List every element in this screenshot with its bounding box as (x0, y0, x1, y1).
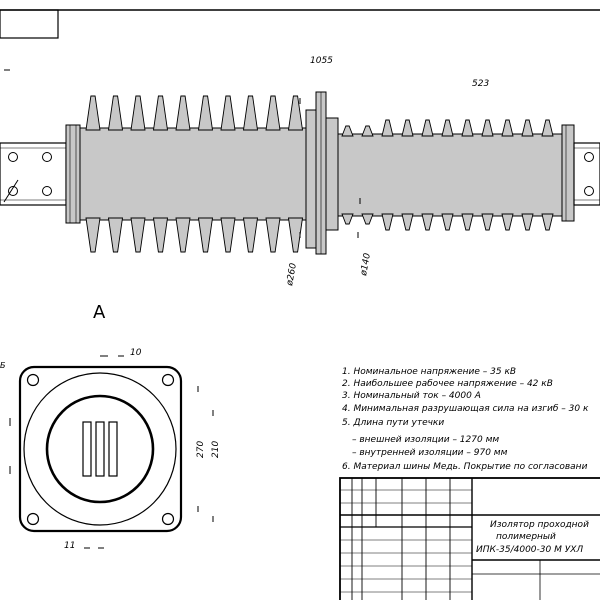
dim-width-210: 210 (211, 441, 221, 458)
shed-fin-bottom (501, 213, 514, 231)
shed-fin-top (242, 95, 259, 131)
shed-fin-bottom (341, 213, 354, 225)
shed-fin-top (197, 95, 214, 131)
shed-fin-bottom (481, 213, 494, 231)
right-insulator-body (337, 133, 565, 217)
mounting-hole (26, 373, 40, 387)
sheet-frame (0, 9, 600, 71)
shed-fin-bottom (85, 217, 101, 253)
left-shed-fins (85, 95, 304, 253)
right-shed-fins (341, 119, 554, 231)
shed-fin-bottom (461, 213, 474, 231)
terminal-hole (584, 186, 594, 196)
shed-fin-bottom (521, 213, 534, 231)
shed-fin-top (175, 95, 191, 131)
dim-width-270: 270 (196, 441, 206, 458)
dim-outer-part-length: 523 (472, 79, 489, 89)
shed-fin-top (130, 95, 146, 131)
mounting-hole (26, 512, 40, 526)
shed-fin-top (361, 125, 374, 137)
busbar-slot (108, 421, 118, 477)
shed-fin-bottom (421, 213, 434, 231)
shed-fin-top (287, 95, 304, 131)
note-1: 1. Номинальное напряжение – 35 кВ (342, 367, 516, 377)
shed-fin-bottom (130, 217, 146, 253)
shed-fin-top (441, 119, 454, 137)
busbar-slot (82, 421, 92, 477)
shed-fin-top (521, 119, 534, 137)
mounting-hole (161, 512, 175, 526)
shed-fin-top (381, 119, 394, 137)
view-label: А (93, 302, 106, 323)
shed-fin-top (341, 125, 354, 137)
shed-fin-bottom (541, 213, 554, 231)
shed-fin-bottom (242, 217, 259, 253)
dim-overall-length: 1055 (310, 56, 333, 66)
shed-fin-bottom (441, 213, 454, 231)
shed-fin-top (220, 95, 236, 131)
note-5a: – внешней изоляции – 1270 мм (352, 435, 499, 445)
shed-fin-top (501, 119, 514, 137)
shed-fin-bottom (361, 213, 374, 225)
dim-diameter-140: ø140 (359, 252, 373, 277)
shed-fin-bottom (107, 217, 124, 253)
shed-fin-bottom (401, 213, 414, 231)
shed-fin-bottom (175, 217, 191, 253)
right-busbar-terminal (573, 142, 600, 206)
note-5: 5. Длина пути утечки (342, 418, 444, 428)
shed-fin-bottom (220, 217, 236, 253)
right-end-cap (561, 124, 575, 222)
end-view-dimensions: 10 11 270 210 (64, 348, 221, 551)
title-block: Изолятор проходной полимерный ИПК-35/400… (339, 477, 600, 600)
shed-fin-top (107, 95, 124, 131)
shed-fin-top (541, 119, 554, 137)
inner-ring (45, 394, 155, 504)
title-name-line2: полимерный (496, 532, 556, 542)
shed-fin-top (85, 95, 101, 131)
shed-fin-bottom (197, 217, 214, 253)
note-3: 3. Номинальный ток – 4000 А (342, 391, 481, 401)
outer-ring (23, 372, 177, 526)
terminal-hole (42, 152, 52, 162)
label-b: Б (0, 361, 6, 370)
shed-fin-bottom (381, 213, 394, 231)
technical-notes: 1. Номинальное напряжение – 35 кВ 2. Наи… (342, 367, 589, 472)
terminal-hole (42, 186, 52, 196)
mounting-hole (161, 373, 175, 387)
terminal-hole (8, 152, 18, 162)
dim-offset-11: 11 (64, 541, 75, 551)
shed-fin-top (421, 119, 434, 137)
shed-fin-bottom (265, 217, 281, 253)
shed-fin-top (481, 119, 494, 137)
side-view-dimensions: 1055 523 ø260 ø140 (285, 56, 490, 288)
shed-fin-bottom (152, 217, 169, 253)
terminal-hole (584, 152, 594, 162)
title-name-line1: Изолятор проходной (490, 520, 589, 530)
left-end-cap (65, 124, 81, 224)
busbar-slot (95, 421, 105, 477)
note-2: 2. Наибольшее рабочее напряжение – 42 кВ (342, 379, 553, 389)
shed-fin-bottom (287, 217, 304, 253)
square-flange-outline (18, 365, 183, 533)
mounting-flange (305, 91, 339, 255)
shed-fin-top (461, 119, 474, 137)
left-busbar-terminal (0, 142, 67, 206)
left-insulator-body (79, 127, 313, 221)
shed-fin-top (152, 95, 169, 131)
dim-diameter-260: ø260 (285, 262, 299, 287)
note-6: 6. Материал шины Медь. Покрытие по согла… (342, 462, 588, 472)
corner-stamp-box (0, 9, 59, 39)
shed-fin-top (265, 95, 281, 131)
shed-fin-top (401, 119, 414, 137)
note-5b: – внутренней изоляции – 970 мм (352, 448, 508, 458)
end-view-a: Б (0, 355, 214, 549)
title-name-line3: ИПК-35/4000-30 М УХЛ (476, 545, 583, 555)
terminal-hole (8, 186, 18, 196)
note-4: 4. Минимальная разрушающая сила на изгиб… (342, 404, 589, 414)
insulator-side-view (0, 91, 600, 255)
dim-slot-10: 10 (130, 348, 142, 358)
